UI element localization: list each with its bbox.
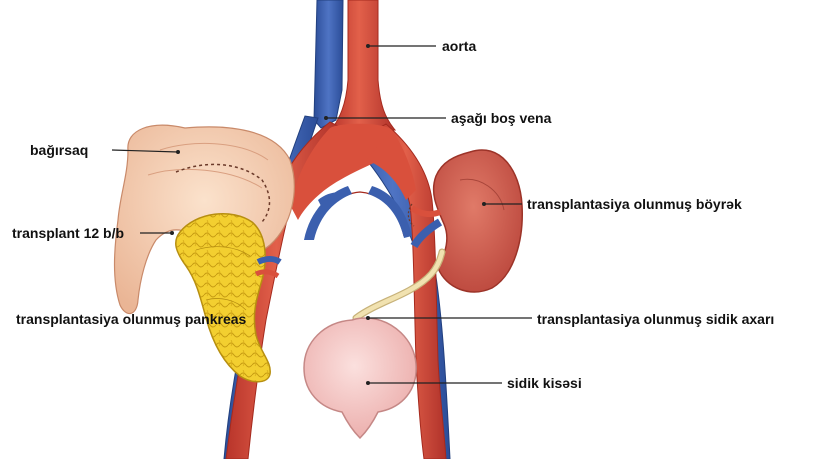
label-inferior-vena-cava: aşağı boş vena <box>451 110 551 126</box>
bladder <box>304 318 416 438</box>
label-bladder: sidik kisəsi <box>507 375 582 391</box>
label-transplanted-pancreas: transplantasiya olunmuş pankreas <box>16 311 246 327</box>
label-duodenum-transplant: transplant 12 b/b <box>12 225 124 241</box>
label-transplanted-ureter: transplantasiya olunmuş sidik axarı <box>537 311 774 327</box>
label-aorta: aorta <box>442 38 476 54</box>
label-intestine: bağırsaq <box>30 142 88 158</box>
label-transplanted-kidney: transplantasiya olunmuş böyrək <box>527 196 742 212</box>
